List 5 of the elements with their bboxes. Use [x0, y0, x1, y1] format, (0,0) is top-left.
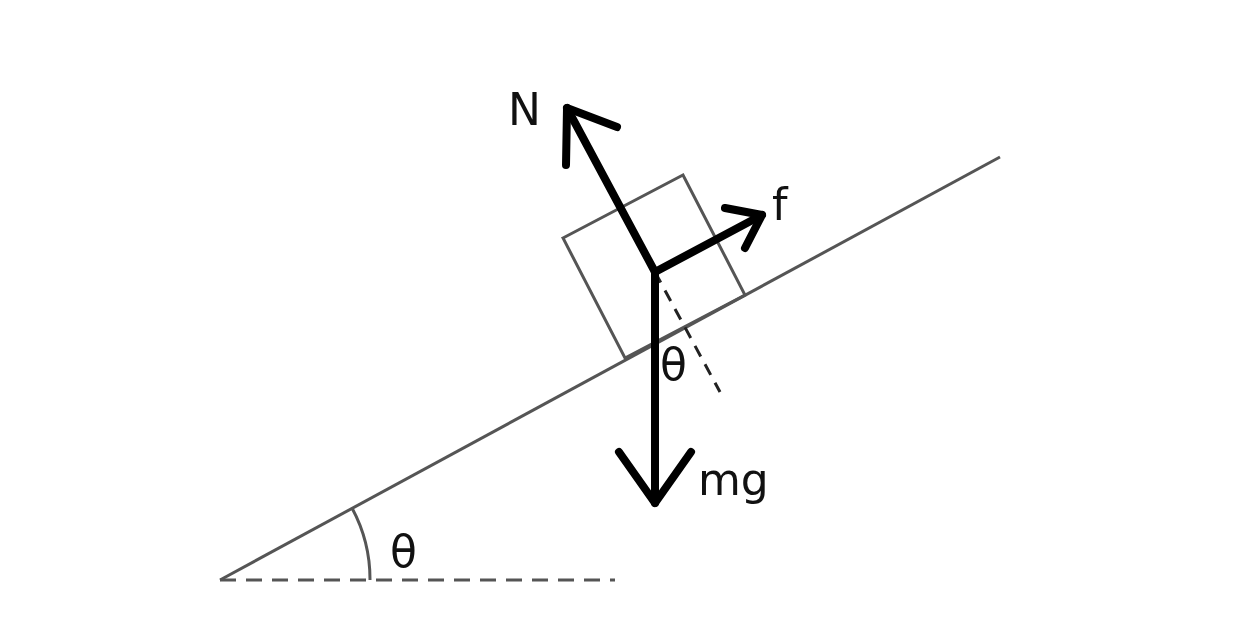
force-label: mg: [698, 458, 769, 502]
angle-label: θ: [660, 343, 687, 387]
force-label: N: [508, 88, 541, 132]
force-label: f: [772, 183, 788, 227]
angle-label: θ: [390, 530, 417, 574]
